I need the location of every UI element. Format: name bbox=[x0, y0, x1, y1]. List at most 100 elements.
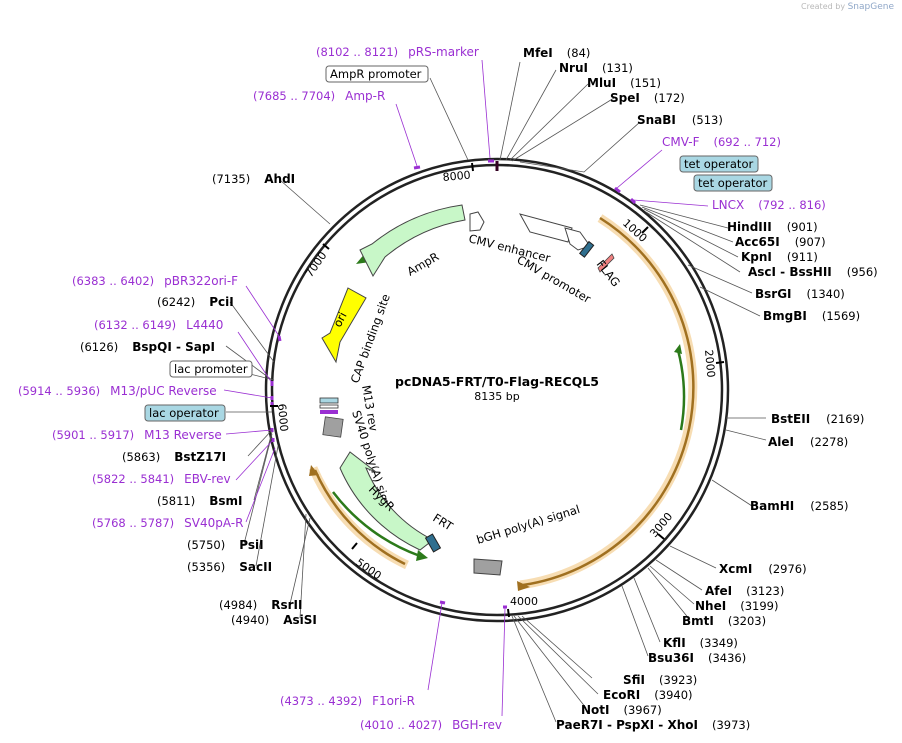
enzyme-kpni: KpnI(911) bbox=[741, 250, 818, 264]
box-lac-operator: lac operator bbox=[149, 406, 219, 420]
tick-8000: 8000 bbox=[442, 162, 474, 184]
lac-promoter-block bbox=[319, 404, 339, 409]
enzyme-psii: (5750)PsiI bbox=[187, 538, 264, 552]
enzyme-mlui: MluI(151) bbox=[587, 76, 661, 90]
enzyme-ecori: EcoRI(3940) bbox=[603, 688, 693, 702]
backbone-outer bbox=[264, 157, 730, 623]
flag-block bbox=[579, 240, 595, 258]
cmv-promoter-label: CMV promoter bbox=[515, 252, 594, 306]
enzyme-bsteii: BstEII(2169) bbox=[771, 412, 864, 426]
plasmid-length: 8135 bp bbox=[474, 390, 519, 403]
primer-l4440: (6132 .. 6149)L4440 bbox=[94, 318, 223, 332]
enzyme-rsrii: (4984)RsrII bbox=[219, 598, 302, 612]
boxed-feature-labels: AmpR promoter tet operator tet operator … bbox=[144, 65, 773, 422]
primer-f1ori-r: (4373 .. 4392)F1ori-R bbox=[280, 694, 415, 708]
enzyme-nhei: NheI(3199) bbox=[695, 599, 778, 613]
primer-m13-reverse: (5901 .. 5917)M13 Reverse bbox=[52, 428, 222, 442]
enzyme-pcii: (6242)PciI bbox=[157, 295, 234, 309]
enzyme-labels: MfeI(84) NruI(131) MluI(151) SpeI(172) S… bbox=[80, 46, 878, 732]
enzyme-sacii: (5356)SacII bbox=[187, 560, 272, 574]
bgh-label: bGH poly(A) signal bbox=[475, 502, 582, 547]
bgh-block bbox=[473, 558, 503, 576]
tick-4000: 4000 bbox=[507, 595, 538, 618]
credit-brand: SnapGene bbox=[847, 2, 894, 12]
cmv-enhancer-feature bbox=[518, 213, 573, 243]
m13-rev-block bbox=[320, 410, 338, 414]
enzyme-ahdi: (7135)AhdI bbox=[212, 172, 295, 186]
enzyme-leaders bbox=[225, 61, 767, 723]
insert-orf-line bbox=[676, 349, 686, 431]
enzyme-afei: AfeI(3123) bbox=[705, 584, 784, 598]
box-ampr-promoter: AmpR promoter bbox=[330, 67, 422, 81]
enzyme-bspqi-sapi: (6126)BspQI - SapI bbox=[80, 340, 215, 354]
primer-m13-puc-reverse: (5914 .. 5936)M13/pUC Reverse bbox=[18, 384, 217, 398]
recql5-arrowhead bbox=[517, 581, 530, 591]
svg-text:2000: 2000 bbox=[702, 349, 717, 378]
flag-feature bbox=[597, 253, 615, 273]
plasmid-name: pcDNA5-FRT/T0-Flag-RECQL5 bbox=[395, 374, 599, 389]
frt-label: FRT bbox=[430, 511, 456, 534]
hygr-green-arrowhead bbox=[416, 550, 428, 561]
primer-labels: (8102 .. 8121)pRS-marker (7685 .. 7704)A… bbox=[18, 45, 826, 732]
enzyme-alei: AleI(2278) bbox=[768, 435, 848, 449]
lac-operator-block bbox=[319, 397, 339, 404]
svg-text:4000: 4000 bbox=[510, 595, 538, 608]
enzyme-bamhi: BamHI(2585) bbox=[750, 499, 849, 513]
enzyme-paer7i-pspxi-xhoi: PaeR7I - PspXI - XhoI(3973) bbox=[556, 718, 750, 732]
sv40-polya-block bbox=[322, 416, 344, 438]
hygr-orf-arc bbox=[313, 469, 406, 566]
enzyme-spei: SpeI(172) bbox=[610, 91, 685, 105]
svg-text:7000: 7000 bbox=[303, 249, 330, 279]
enzyme-kfli: KflI(3349) bbox=[663, 636, 738, 650]
enzyme-nrui: NruI(131) bbox=[559, 61, 633, 75]
enzyme-bmgbi: BmgBI(1569) bbox=[763, 309, 860, 323]
box-tet-operator-1: tet operator bbox=[684, 157, 753, 171]
flag-label: FLAG bbox=[594, 257, 623, 289]
enzyme-xcmi: XcmI(2976) bbox=[719, 562, 807, 576]
primer-pbr322ori-f: (6383 .. 6402)pBR322ori-F bbox=[72, 274, 238, 288]
hygr-orf-arrowhead bbox=[309, 465, 319, 476]
enzyme-bsmi: (5811)BsmI bbox=[157, 494, 243, 508]
primer-leaders bbox=[223, 59, 709, 717]
tick-7000: 7000 bbox=[303, 243, 330, 280]
tick-2000: 2000 bbox=[702, 349, 725, 378]
primer-prs-marker: (8102 .. 8121)pRS-marker bbox=[316, 45, 479, 59]
enzyme-sfii: SfiI(3923) bbox=[623, 673, 697, 687]
enzyme-noti: NotI(3967) bbox=[581, 703, 662, 717]
ori-feature bbox=[321, 287, 367, 364]
primer-cmv-f: CMV-F(692 .. 712) bbox=[662, 135, 781, 149]
svg-text:8000: 8000 bbox=[442, 169, 471, 184]
primer-sv40pa-r: (5768 .. 5787)SV40pA-R bbox=[92, 516, 243, 530]
enzyme-bmti: BmtI(3203) bbox=[682, 614, 766, 628]
primer-ebv-rev: (5822 .. 5841)EBV-rev bbox=[92, 472, 231, 486]
hygr-green-line bbox=[332, 491, 421, 558]
svg-text:6000: 6000 bbox=[275, 403, 290, 432]
snapgene-credit: Created by SnapGene bbox=[801, 2, 894, 12]
enzyme-snabi: SnaBI(513) bbox=[637, 113, 723, 127]
tick-6000: 6000 bbox=[270, 403, 290, 432]
enzyme-bsrgi: BsrGI(1340) bbox=[755, 287, 845, 301]
enzyme-asci-bsshii: AscI - BssHII(956) bbox=[748, 265, 878, 279]
svg-text:5000: 5000 bbox=[353, 556, 383, 583]
primer-bgh-rev: (4010 .. 4027)BGH-rev bbox=[360, 718, 502, 732]
primer-lncx: LNCX(792 .. 816) bbox=[712, 198, 826, 212]
box-lac-promoter: lac promoter bbox=[174, 362, 248, 376]
cmv-enhancer-label: CMV enhancer bbox=[467, 231, 552, 265]
enzyme-hindiii: HindIII(901) bbox=[727, 220, 818, 234]
enzyme-mfei: MfeI(84) bbox=[523, 46, 590, 60]
enzyme-acc65i: Acc65I(907) bbox=[735, 235, 826, 249]
credit-prefix: Created by bbox=[801, 2, 846, 11]
ampr-promoter-arrow bbox=[469, 211, 485, 232]
enzyme-bstz17i: (5863)BstZ17I bbox=[122, 450, 226, 464]
enzyme-asisi: (4940)AsiSI bbox=[231, 613, 317, 627]
enzyme-bsu36i: Bsu36I(3436) bbox=[648, 651, 746, 665]
primer-amp-r: (7685 .. 7704)Amp-R bbox=[253, 89, 385, 103]
frt-block bbox=[424, 533, 442, 553]
hygr-feature bbox=[339, 451, 434, 551]
ampr-label: AmpR bbox=[405, 249, 442, 278]
box-tet-operator-2: tet operator bbox=[698, 176, 767, 190]
ori-label: ori bbox=[330, 310, 349, 330]
ampr-feature bbox=[359, 204, 466, 278]
insert-orf-arrowhead bbox=[674, 344, 682, 354]
